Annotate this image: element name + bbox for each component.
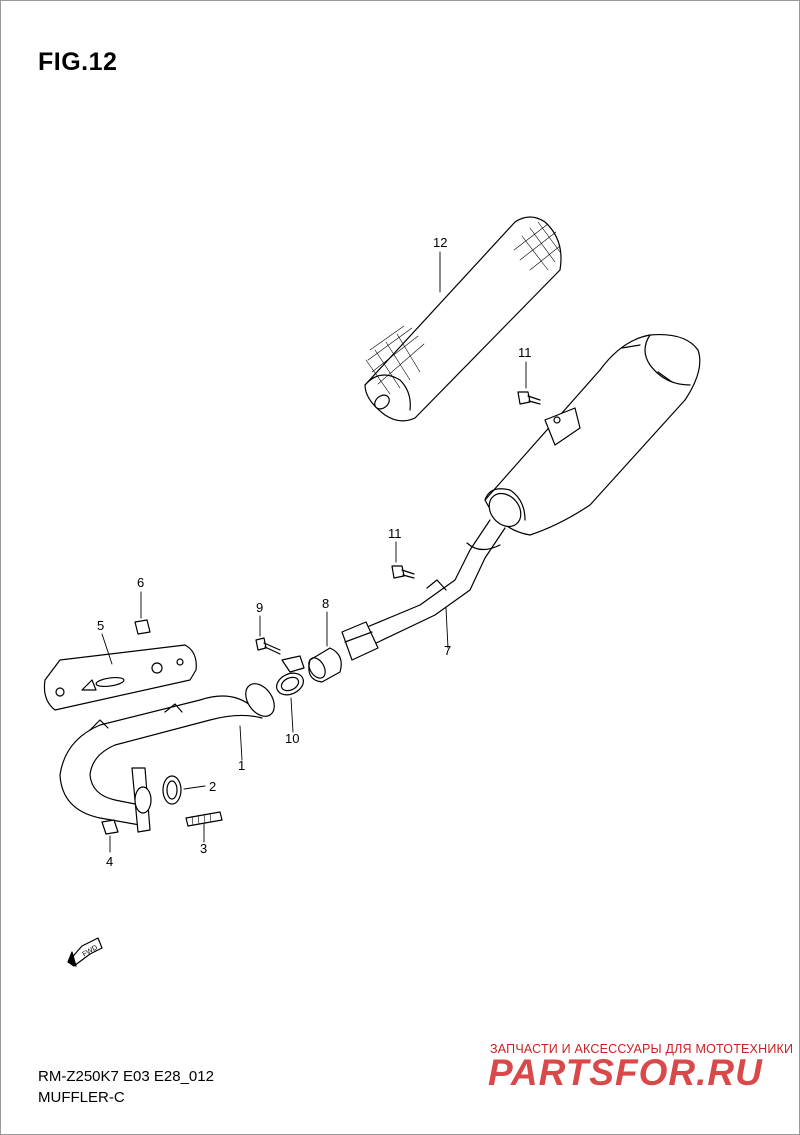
muffler-icon [341,333,701,661]
callout-numbers: 12 11 11 6 5 9 8 7 10 1 2 3 4 FWD [82,235,532,958]
callout-11-upper: 11 [518,345,532,360]
callout-1: 1 [238,758,245,773]
callout-4: 4 [106,854,113,869]
forward-arrow-icon [67,937,103,967]
section-name: MUFFLER-C [38,1089,125,1106]
bolt-icon [134,619,151,635]
callout-12: 12 [433,235,447,250]
bolt-icon [391,565,415,579]
model-code: RM-Z250K7 E03 E28_012 [38,1068,214,1085]
callout-5: 5 [97,618,104,633]
connector-sleeve-icon [308,647,342,683]
callout-3: 3 [200,841,207,856]
figure-title: FIG.12 [38,48,118,76]
callout-leaders [101,251,527,853]
watermark-brand: PARTSFOR.RU [488,1052,763,1093]
callout-9: 9 [256,600,263,615]
bolt-icon [255,637,281,655]
watermark-tagline: ЗАПЧАСТИ И АКСЕССУАРЫ ДЛЯ МОТОТЕХНИКИ [490,1042,794,1056]
clamp-icon [276,655,305,696]
stud-bolt-icon [185,811,223,827]
callout-10: 10 [285,731,299,746]
callout-7: 7 [444,643,451,658]
bolt-icon [517,391,541,405]
gasket-icon [162,775,182,805]
nut-icon [101,819,119,835]
callout-8: 8 [322,596,329,611]
muffler-cover-icon [364,216,562,422]
callout-6: 6 [137,575,144,590]
heat-protector-icon [43,644,197,711]
callout-11-lower: 11 [388,526,402,541]
callout-2: 2 [209,779,216,794]
exhaust-pipe-icon [59,683,275,833]
